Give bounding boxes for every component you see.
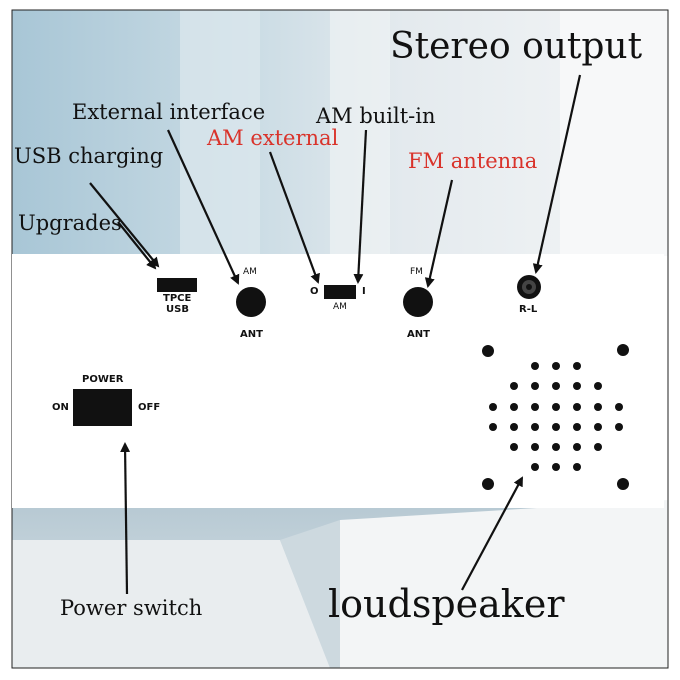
fm-antenna-jack [403, 287, 433, 317]
power-switch [73, 389, 132, 426]
am-external-callout: AM external [207, 126, 339, 150]
arrow-am-external [268, 151, 320, 284]
off-label: OFF [138, 402, 161, 413]
external-interface-callout: External interface [72, 100, 266, 124]
usb-charging-callout: USB charging [14, 144, 164, 168]
arrow-fm-antenna [424, 179, 454, 288]
switch-i-label: I [362, 286, 366, 297]
am-antenna-jack [236, 287, 266, 317]
tpce-label: TPCE [163, 293, 192, 304]
am-builtin-callout: AM built-in [316, 104, 436, 128]
power-label: POWER [82, 374, 124, 385]
fm-jack-label: FM [410, 267, 423, 277]
switch-o-label: O [310, 286, 319, 297]
arrow-power-switch [120, 442, 131, 595]
speaker-grille [482, 344, 629, 490]
stereo-output-callout: Stereo output [390, 26, 643, 67]
arrow-external-interface [166, 129, 240, 285]
am-switch [324, 285, 356, 299]
arrow-loudspeaker [461, 476, 523, 591]
arrow-upgrades [117, 221, 157, 270]
fm-ant-label: ANT [407, 329, 430, 340]
arrow-stereo-output [532, 74, 582, 274]
upgrades-callout: Upgrades [18, 211, 122, 235]
usb-label: USB [166, 304, 189, 315]
arrow-usb-charging [89, 182, 160, 268]
rl-label: R-L [519, 304, 538, 315]
on-label: ON [52, 402, 69, 413]
switch-am-label: AM [333, 302, 347, 312]
loudspeaker-callout: loudspeaker [328, 582, 565, 626]
am-ant-label: ANT [240, 329, 263, 340]
usb-port [157, 278, 197, 292]
am-jack-label: AM [243, 267, 257, 277]
power-switch-callout: Power switch [60, 596, 203, 620]
fm-antenna-callout: FM antenna [408, 149, 538, 173]
arrow-am-builtin [353, 129, 368, 284]
